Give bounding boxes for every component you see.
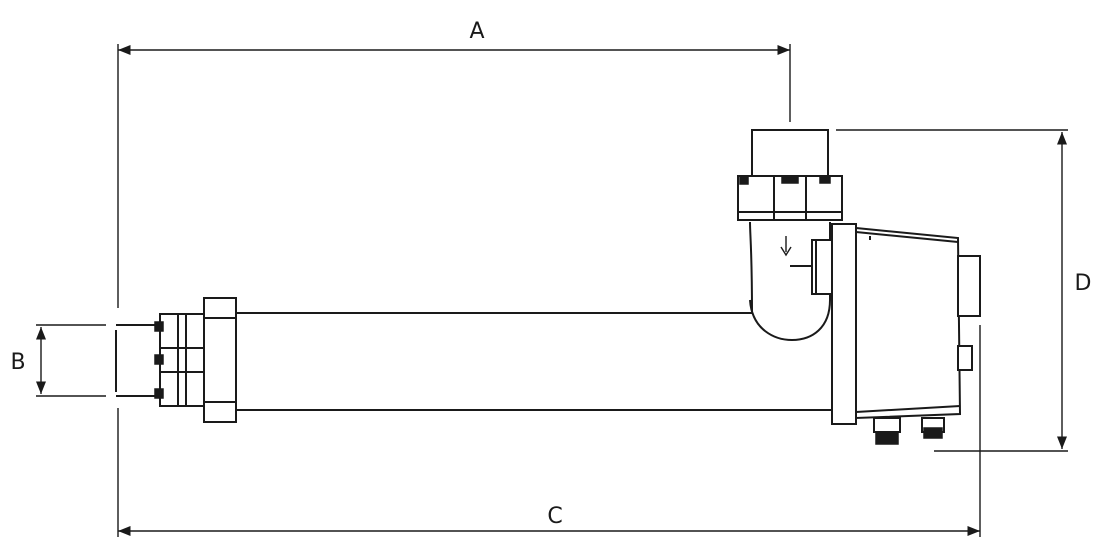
top-outlet-fitting bbox=[737, 129, 843, 221]
nut-icon bbox=[739, 175, 749, 185]
nut-icon bbox=[781, 175, 799, 184]
nut-icon bbox=[819, 175, 831, 184]
dimension-a: A bbox=[117, 19, 791, 308]
dimension-d: D bbox=[836, 129, 1092, 452]
cable-glands bbox=[873, 417, 945, 445]
cable-gland-icon bbox=[875, 431, 899, 445]
cable-gland-icon bbox=[923, 427, 943, 439]
dimension-a-label: A bbox=[469, 19, 484, 44]
main-tube bbox=[236, 312, 832, 411]
bolt-head-icon bbox=[154, 354, 164, 365]
dimension-d-label: D bbox=[1075, 271, 1092, 296]
inlet-pipe-stub bbox=[115, 324, 160, 397]
bolt-head-icon bbox=[154, 388, 164, 399]
dimension-c-label: C bbox=[547, 504, 562, 529]
dimension-c: C bbox=[117, 325, 981, 537]
dimension-b-label: B bbox=[10, 350, 25, 375]
bolt-head-icon bbox=[154, 321, 164, 332]
left-union-fitting bbox=[154, 297, 237, 423]
dimension-b: B bbox=[10, 324, 106, 397]
control-housing bbox=[811, 223, 981, 425]
